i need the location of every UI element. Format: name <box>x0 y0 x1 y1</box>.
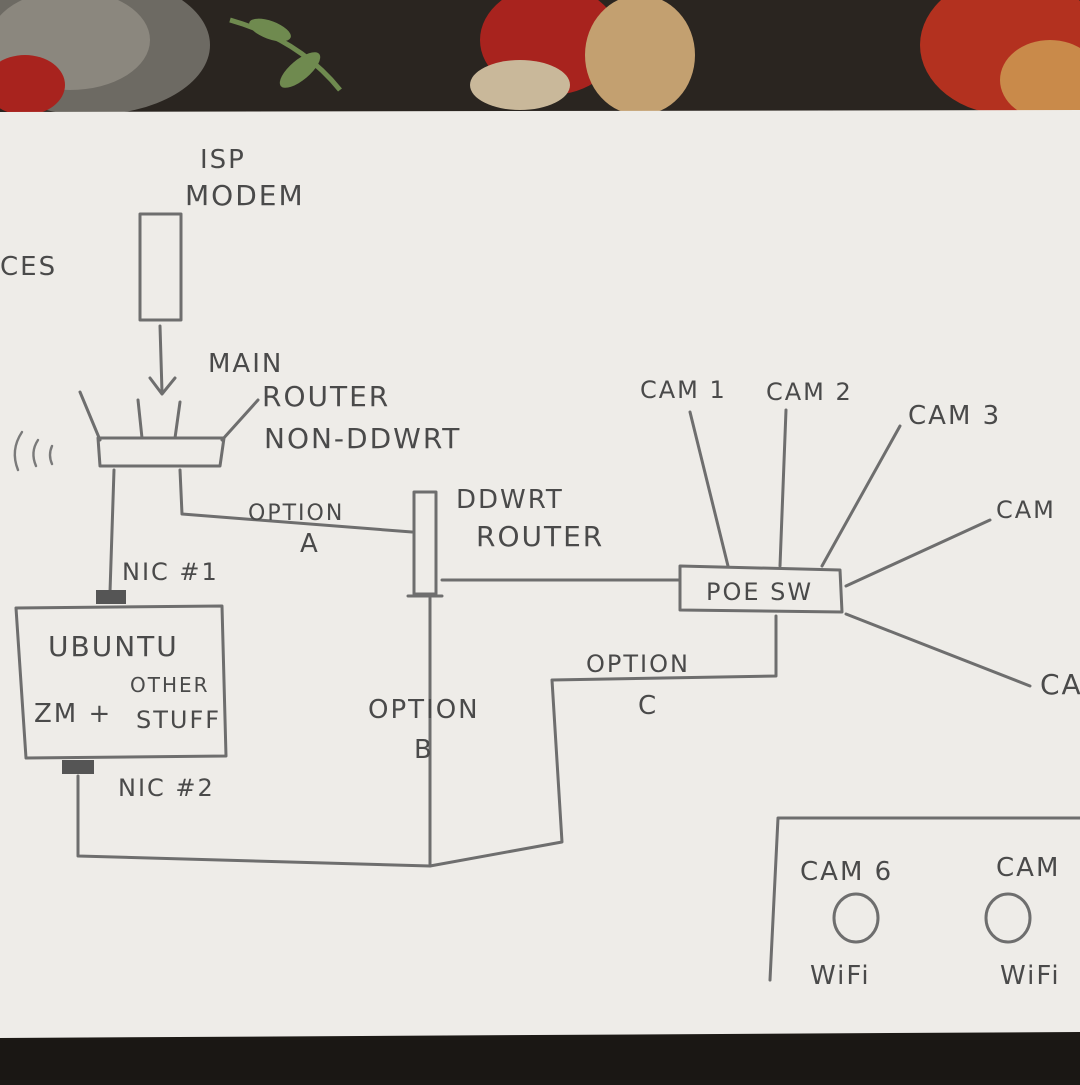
other-label: OTHER <box>130 673 210 697</box>
poe-switch-label: POE SW <box>706 578 813 606</box>
router-label: ROUTER <box>262 380 390 413</box>
option-a: OPTION A <box>178 468 414 559</box>
antenna-4 <box>220 398 260 442</box>
ddwrt-box <box>412 490 438 596</box>
cam7-label: CAM <box>996 853 1060 883</box>
poe-switch-box <box>678 564 844 614</box>
option-c-letter: C <box>638 691 658 721</box>
main-router: MAIN ROUTER NON-DDWRT <box>13 349 461 472</box>
option-c-word: OPTION <box>586 650 690 678</box>
wifi-wave-2 <box>32 438 40 468</box>
antenna-2 <box>136 398 144 440</box>
cam4-label: CAM <box>996 496 1056 524</box>
antenna-3 <box>173 400 182 440</box>
option-a-word: OPTION <box>248 501 344 526</box>
cam7-icon <box>984 892 1032 944</box>
cam6-icon <box>832 892 880 944</box>
main-router-box <box>96 436 226 468</box>
modem-box <box>138 212 183 322</box>
wifi-cameras: CAM 6 CAM WiFi WiFi <box>768 816 1080 991</box>
modem-label: MODEM <box>185 179 305 212</box>
option-b-letter: B <box>414 735 434 765</box>
option-a-letter: A <box>300 529 320 559</box>
cam1-label: CAM 1 <box>640 376 727 404</box>
poe-switch: POE SW CAM 1 CAM 2 CAM 3 CAM CA <box>640 376 1080 701</box>
cam2-label: CAM 2 <box>766 378 853 406</box>
non-ddwrt-label: NON-DDWRT <box>264 422 461 455</box>
zm-label: ZM + <box>34 699 112 729</box>
wifi7-label: WiFi <box>1000 961 1061 991</box>
ubuntu-server: NIC #1 UBUNTU ZM + OTHER STUFF NIC #2 <box>14 468 228 802</box>
wifi-wave-3 <box>48 444 54 466</box>
router-to-nic1-line <box>108 468 116 594</box>
wifi-cam-box <box>768 816 1080 982</box>
main-label: MAIN <box>208 349 283 379</box>
cam3-line <box>820 424 902 568</box>
stuff-label: STUFF <box>136 706 221 734</box>
cam6-label: CAM 6 <box>800 857 893 887</box>
modem-arrow-head <box>148 376 177 396</box>
cut-off-label: CES <box>0 252 57 282</box>
cam3-label: CAM 3 <box>908 401 1001 431</box>
ddwrt-label: DDWRT <box>456 485 564 515</box>
antenna-1 <box>78 390 102 442</box>
nic1-port <box>96 590 126 604</box>
nic2-bottom-line <box>76 774 432 868</box>
option-b-word: OPTION <box>368 695 480 725</box>
cam1-line <box>688 410 730 568</box>
option-a-line <box>178 468 414 534</box>
wifi6-label: WiFi <box>810 961 871 991</box>
isp-modem: ISP MODEM <box>138 145 305 396</box>
ubuntu-box <box>14 604 228 760</box>
cam4-line <box>844 518 992 588</box>
paper-sheet <box>0 110 1080 1038</box>
option-c-line <box>428 614 778 868</box>
nic1-label: NIC #1 <box>122 558 219 586</box>
isp-label: ISP <box>200 145 246 175</box>
modem-arrow-shaft <box>158 324 164 394</box>
nic2-label: NIC #2 <box>118 774 215 802</box>
option-b: OPTION B <box>76 596 480 868</box>
cam2-line <box>778 408 788 568</box>
nic2-port <box>62 760 94 774</box>
ubuntu-label: UBUNTU <box>48 630 179 663</box>
ddwrt-router: DDWRT ROUTER <box>406 485 682 598</box>
cam5-label: CA <box>1040 668 1080 701</box>
ddwrt-router-label: ROUTER <box>476 520 604 553</box>
option-c: OPTION C <box>428 614 778 868</box>
cam5-line <box>844 612 1032 688</box>
wifi-wave-1 <box>13 430 24 472</box>
